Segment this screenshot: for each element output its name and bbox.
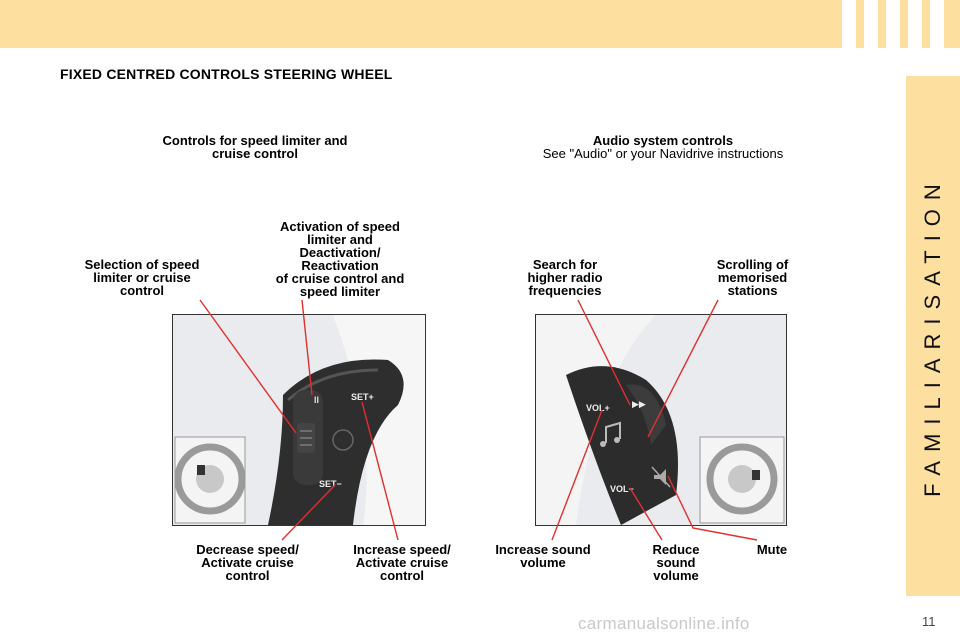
- set-plus-marking: SET+: [351, 392, 374, 402]
- label-line: Activate cruise: [201, 555, 294, 570]
- header-stripe: [864, 0, 878, 48]
- steering-wheel-icon: [706, 443, 778, 515]
- watermark: carmanualsonline.info: [578, 614, 750, 633]
- vol-plus-marking: VOL+: [586, 403, 610, 413]
- pointer-increase-volume: [551, 409, 603, 541]
- label-line: Increase speed/: [353, 542, 451, 557]
- label-line: Decrease speed/: [196, 542, 299, 557]
- label-selection: Selection of speed limiter or cruise con…: [62, 258, 222, 297]
- header-band: [0, 0, 960, 48]
- label-line: Deactivation/: [299, 245, 381, 260]
- speed-control-photo: II SET+ SET−: [172, 314, 426, 526]
- label-line: volume: [653, 568, 699, 583]
- label-line: control: [119, 283, 165, 298]
- steering-wheel-icon: [174, 443, 246, 515]
- label-line: Reduce: [652, 542, 700, 557]
- header-stripe: [930, 0, 944, 48]
- header-stripe: [842, 0, 856, 48]
- label-increase-volume: Increase sound volume: [478, 543, 608, 569]
- pointer-decrease-speed: [281, 484, 336, 541]
- audio-control-illustration: VOL+ ▶▶ VOL−: [536, 315, 786, 525]
- audio-control-photo: VOL+ ▶▶ VOL−: [535, 314, 787, 526]
- label-line: Search for: [532, 257, 598, 272]
- pointer-increase-speed: [361, 401, 399, 541]
- seek-marking: ▶▶: [632, 399, 646, 409]
- label-line: Selection of speed: [84, 257, 200, 272]
- pointer-search: [577, 299, 631, 406]
- label-line: speed limiter: [299, 284, 381, 299]
- audio-heading-line: Audio system controls: [592, 133, 734, 148]
- label-line: Reactivation: [301, 258, 379, 273]
- label-line: limiter and: [307, 232, 373, 247]
- label-mute: Mute: [756, 542, 788, 557]
- label-activation: Activation of speed limiter and Deactiva…: [255, 220, 425, 298]
- label-line: sound: [656, 555, 696, 570]
- label-increase-speed: Increase speed/ Activate cruise control: [332, 543, 472, 582]
- speed-control-illustration: II SET+ SET−: [173, 315, 425, 525]
- label-line: control: [379, 568, 425, 583]
- label-line: volume: [520, 555, 566, 570]
- page-title: FIXED CENTRED CONTROLS STEERING WHEEL: [60, 66, 393, 82]
- audio-controls-heading: Audio system controls See "Audio" or you…: [508, 134, 818, 160]
- label-reduce-volume: Reduce sound volume: [636, 543, 716, 582]
- label-line: limiter or cruise: [93, 270, 191, 285]
- speed-heading-line: Controls for speed limiter and: [162, 133, 348, 148]
- label-line: stations: [727, 283, 778, 298]
- label-line: Scrolling of: [716, 257, 789, 272]
- label-decrease-speed: Decrease speed/ Activate cruise control: [175, 543, 320, 582]
- pointer-activation: [301, 299, 313, 396]
- header-stripe: [886, 0, 900, 48]
- speed-controls-heading: Controls for speed limiter and cruise co…: [135, 134, 375, 160]
- pointer-scrolling: [647, 299, 719, 438]
- music-note-icon: [600, 421, 621, 447]
- section-tab: [906, 76, 960, 596]
- set-minus-marking: SET−: [319, 479, 342, 489]
- pointer-mute: [667, 475, 758, 541]
- selector-wheel-icon: [297, 423, 315, 453]
- label-line: control: [225, 568, 270, 583]
- label-line: memorised: [717, 270, 788, 285]
- page-number: 11: [922, 614, 936, 629]
- speed-heading-line: cruise control: [212, 146, 298, 161]
- pause-marking: II: [314, 395, 319, 405]
- label-line: frequencies: [528, 283, 602, 298]
- header-stripe: [908, 0, 922, 48]
- vol-minus-marking: VOL−: [610, 484, 634, 494]
- label-line: higher radio: [527, 270, 603, 285]
- label-scrolling: Scrolling of memorised stations: [695, 258, 810, 297]
- label-line: of cruise control and: [275, 271, 405, 286]
- pointer-reduce-volume: [629, 487, 663, 541]
- pointer-selection: [199, 299, 297, 434]
- label-line: Activate cruise: [355, 555, 449, 570]
- mute-icon: [651, 466, 671, 488]
- audio-subheading: See "Audio" or your Navidrive instructio…: [542, 146, 784, 161]
- label-line: Activation of speed: [280, 219, 400, 234]
- label-line: Increase sound: [495, 542, 591, 557]
- label-search: Search for higher radio frequencies: [505, 258, 625, 297]
